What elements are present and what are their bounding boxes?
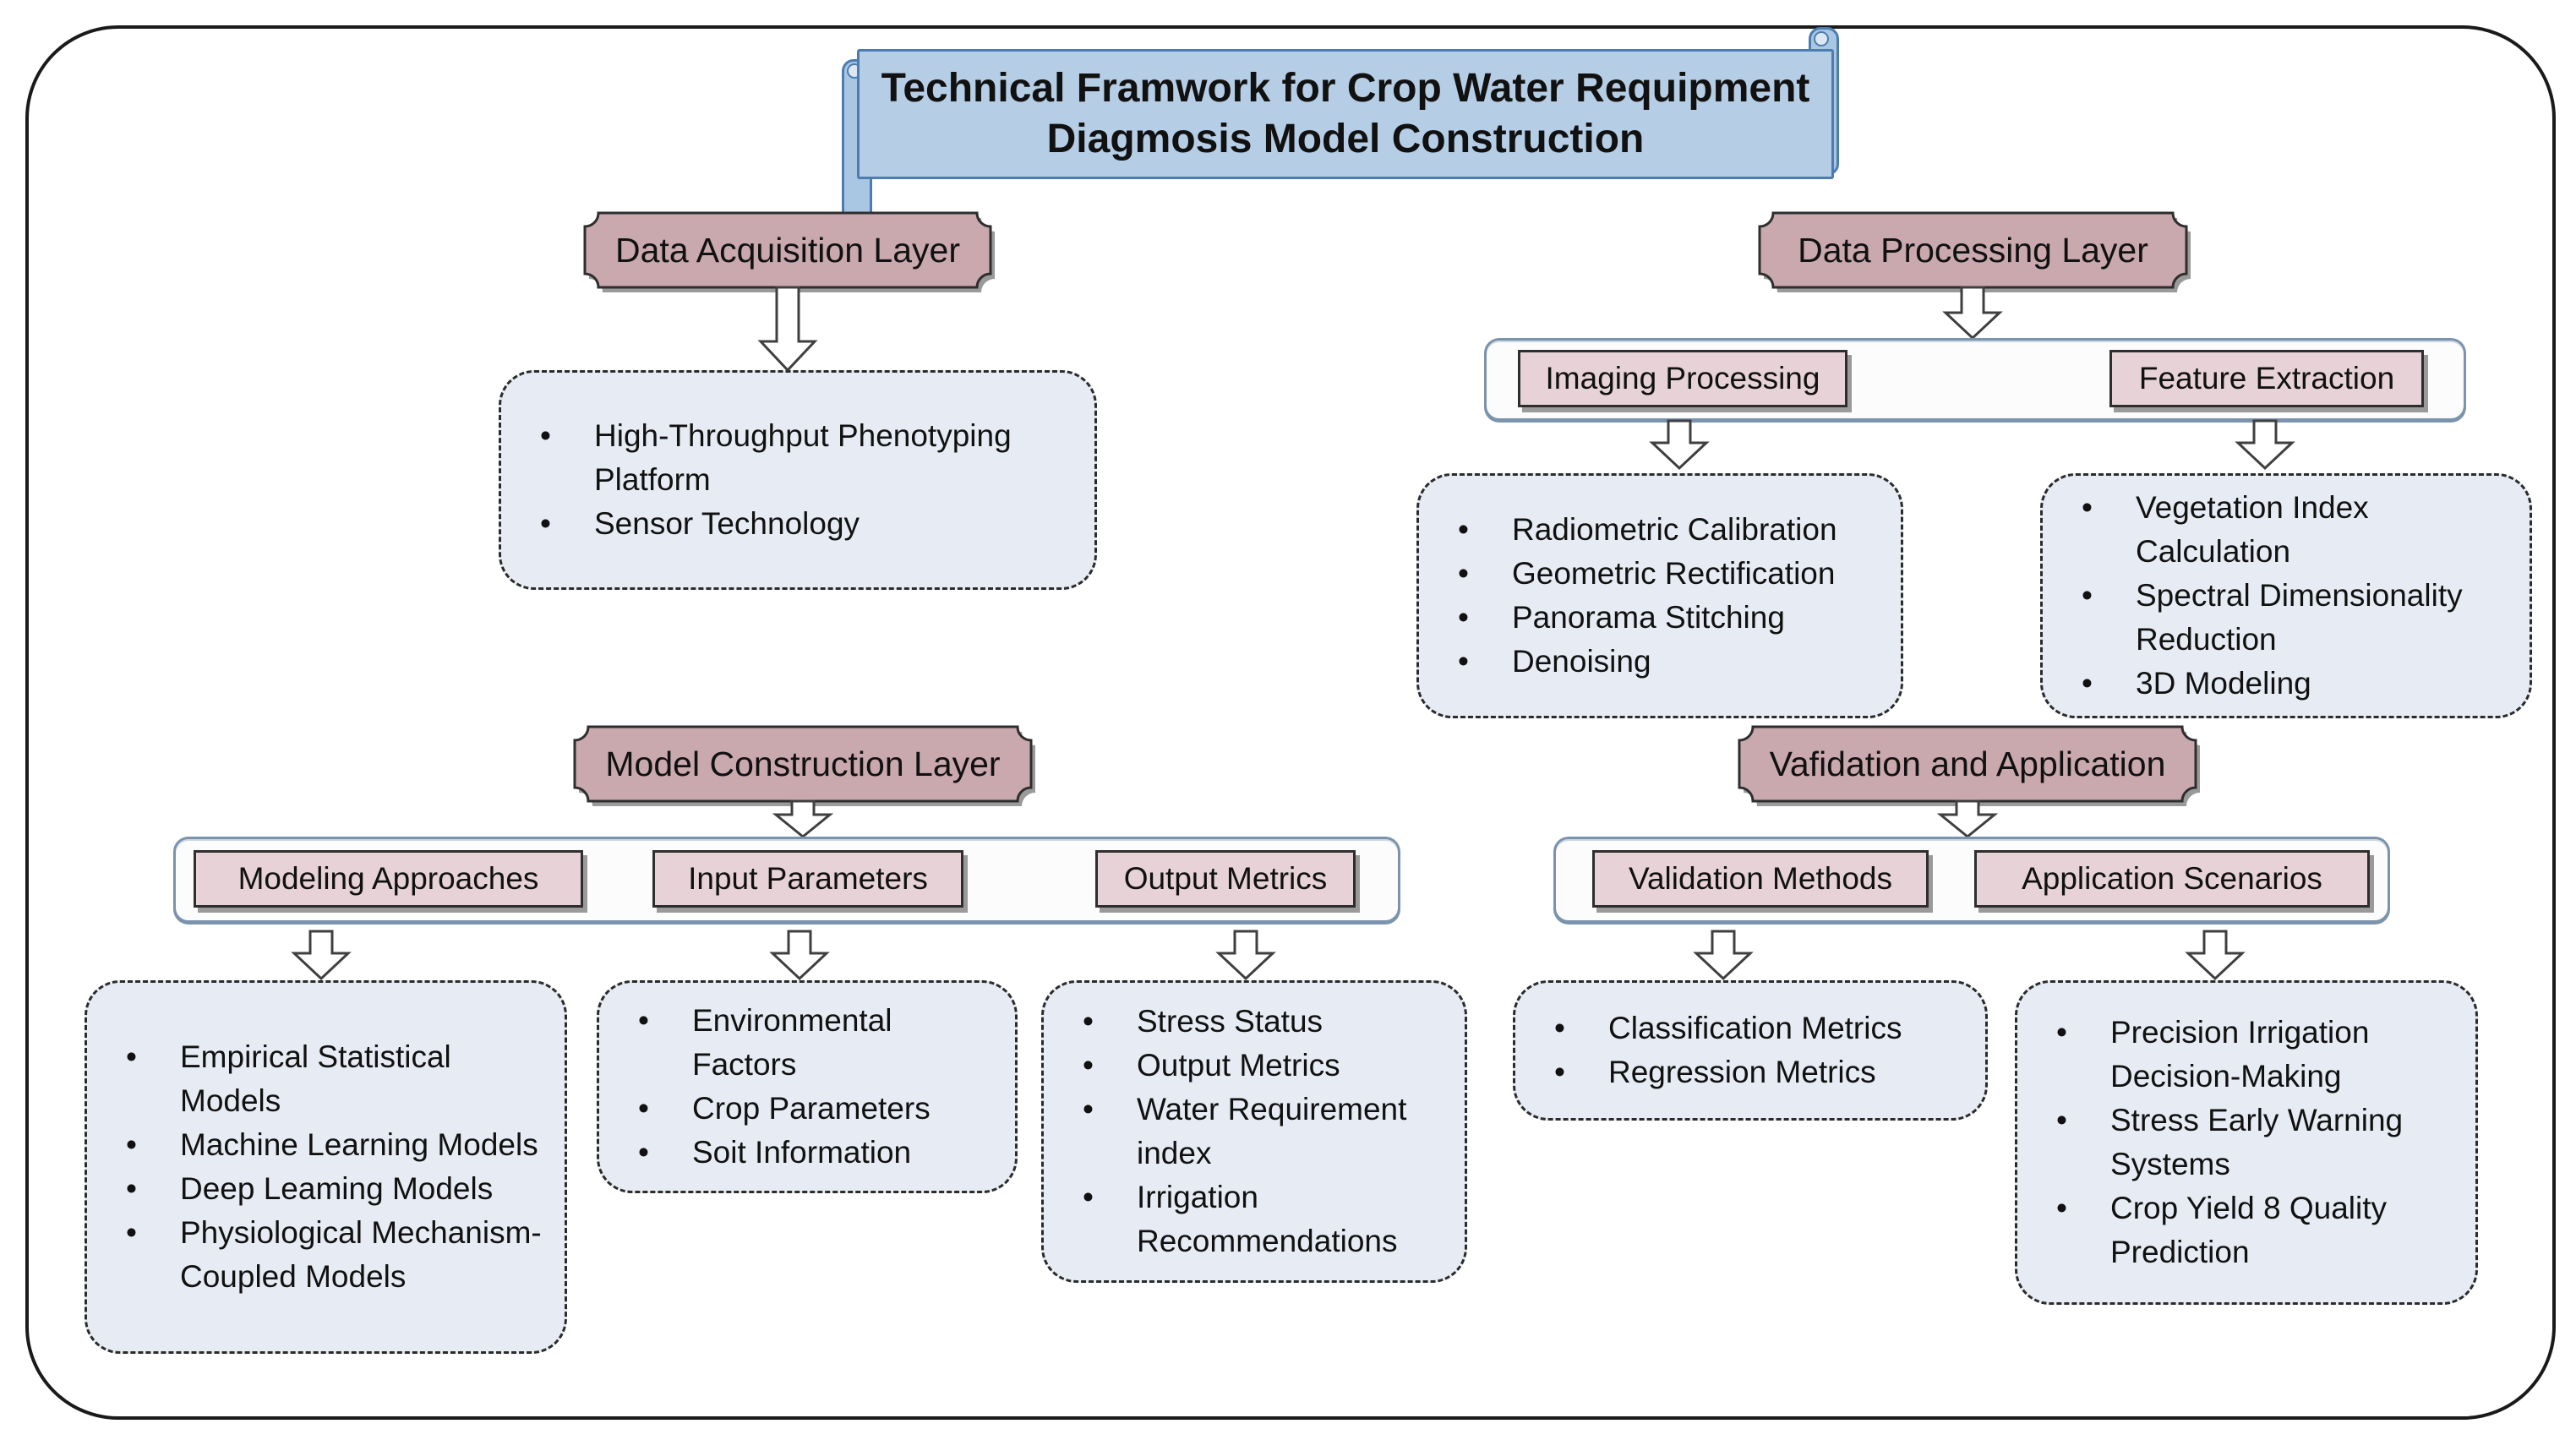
plaque-validation-and-application: Vafidation and Application <box>1738 725 2200 806</box>
plaque-data-acquisition-layer: Data Acquisition Layer <box>583 211 995 292</box>
list-item: Soit Information <box>628 1131 993 1175</box>
down-arrow-icon <box>1693 930 1754 981</box>
subheader-imaging-processing: Imaging Processing <box>1518 350 1847 407</box>
box-input-parameters-items: Environmental Factors Crop Parameters So… <box>597 980 1018 1193</box>
down-arrow-icon <box>1649 419 1710 471</box>
subheader-label: Imaging Processing <box>1545 361 1820 395</box>
list-item: Environmental Factors <box>628 999 993 1087</box>
list-item: Output Metrics <box>1072 1044 1443 1088</box>
box-imaging-processing-items: Radiometric Calibration Geometric Rectif… <box>1416 473 1903 718</box>
box-application-scenarios-items: Precision Irrigation Decision-Making Str… <box>2015 980 2478 1305</box>
list-item: Stress Status <box>1072 1000 1443 1044</box>
box-feature-extraction-items: Vegetation Index Calculation Spectral Di… <box>2040 473 2532 718</box>
subheader-modeling-approaches: Modeling Approaches <box>194 850 583 908</box>
list-item: Deep Leaming Models <box>116 1167 543 1211</box>
list-item: Machine Learning Models <box>116 1123 543 1167</box>
list-item: Denoising <box>1448 640 1879 684</box>
plaque-label: Model Construction Layer <box>605 744 1001 783</box>
list-item: Regression Metrics <box>1544 1050 1963 1094</box>
subheader-label: Application Scenarios <box>2022 861 2322 896</box>
down-arrow-icon <box>1936 799 1999 838</box>
list-item: Sensor Technology <box>530 502 1072 546</box>
down-arrow-icon <box>757 286 818 373</box>
list-item: High-Throughput Phenotyping Platform <box>530 414 1072 502</box>
box-validation-methods-items: Classification Metrics Regression Metric… <box>1513 980 1988 1121</box>
down-arrow-icon <box>1942 286 2003 341</box>
list-item: Panorama Stitching <box>1448 596 1879 640</box>
plaque-model-construction-layer: Model Construction Layer <box>573 725 1035 806</box>
list-item: Stress Early Warning Systems <box>2046 1099 2453 1186</box>
box-output-metrics-items: Stress Status Output Metrics Water Requi… <box>1041 980 1467 1283</box>
box-data-acquisition-items: High-Throughput Phenotyping Platform Sen… <box>499 370 1097 590</box>
subheader-label: Modeling Approaches <box>237 861 539 896</box>
plaque-label: Data Acquisition Layer <box>615 230 960 270</box>
list-item: Empirical Statistical Models <box>116 1035 543 1123</box>
box-modeling-approaches-items: Empirical Statistical Models Machine Lea… <box>85 980 567 1354</box>
subheader-label: Output Metrics <box>1123 861 1328 896</box>
subheader-label: Validation Methods <box>1629 861 1892 896</box>
page-title-line-1: Technical Framwork for Crop Water Requip… <box>881 66 1810 111</box>
subheader-label: Input Parameters <box>688 861 928 896</box>
down-arrow-icon <box>1215 930 1276 981</box>
list-item: Irrigation Recommendations <box>1072 1175 1443 1263</box>
list-item: 3D Modeling <box>2071 662 2508 706</box>
subheader-label: Feature Extraction <box>2138 361 2395 395</box>
subheader-application-scenarios: Application Scenarios <box>1974 850 2370 908</box>
list-item: Water Requirement index <box>1072 1088 1443 1175</box>
list-item: Radiometric Calibration <box>1448 508 1879 552</box>
down-arrow-icon <box>769 930 830 981</box>
plaque-label: Vafidation and Application <box>1769 744 2166 783</box>
down-arrow-icon <box>2185 930 2246 981</box>
subheader-feature-extraction: Feature Extraction <box>2109 350 2424 407</box>
list-item: Vegetation Index Calculation <box>2071 486 2508 574</box>
plaque-data-processing-layer: Data Processing Layer <box>1758 211 2191 292</box>
list-item: Crop Parameters <box>628 1087 993 1131</box>
title-banner: Technical Framwork for Crop Water Requip… <box>857 49 1834 179</box>
down-arrow-icon <box>772 799 834 838</box>
list-item: Physiological Mechanism-Coupled Models <box>116 1211 543 1299</box>
list-item: Precision Irrigation Decision-Making <box>2046 1011 2453 1099</box>
list-item: Crop Yield 8 Quality Prediction <box>2046 1186 2453 1274</box>
page-title-line-2: Diagmosis Model Construction <box>1046 117 1645 161</box>
down-arrow-icon <box>291 930 352 981</box>
list-item: Spectral Dimensionality Reduction <box>2071 574 2508 662</box>
list-item: Classification Metrics <box>1544 1006 1963 1050</box>
plaque-label: Data Processing Layer <box>1798 230 2148 270</box>
down-arrow-icon <box>2235 419 2295 471</box>
subheader-input-parameters: Input Parameters <box>652 850 963 908</box>
subheader-output-metrics: Output Metrics <box>1095 850 1356 908</box>
subheader-validation-methods: Validation Methods <box>1592 850 1929 908</box>
list-item: Geometric Rectification <box>1448 552 1879 596</box>
